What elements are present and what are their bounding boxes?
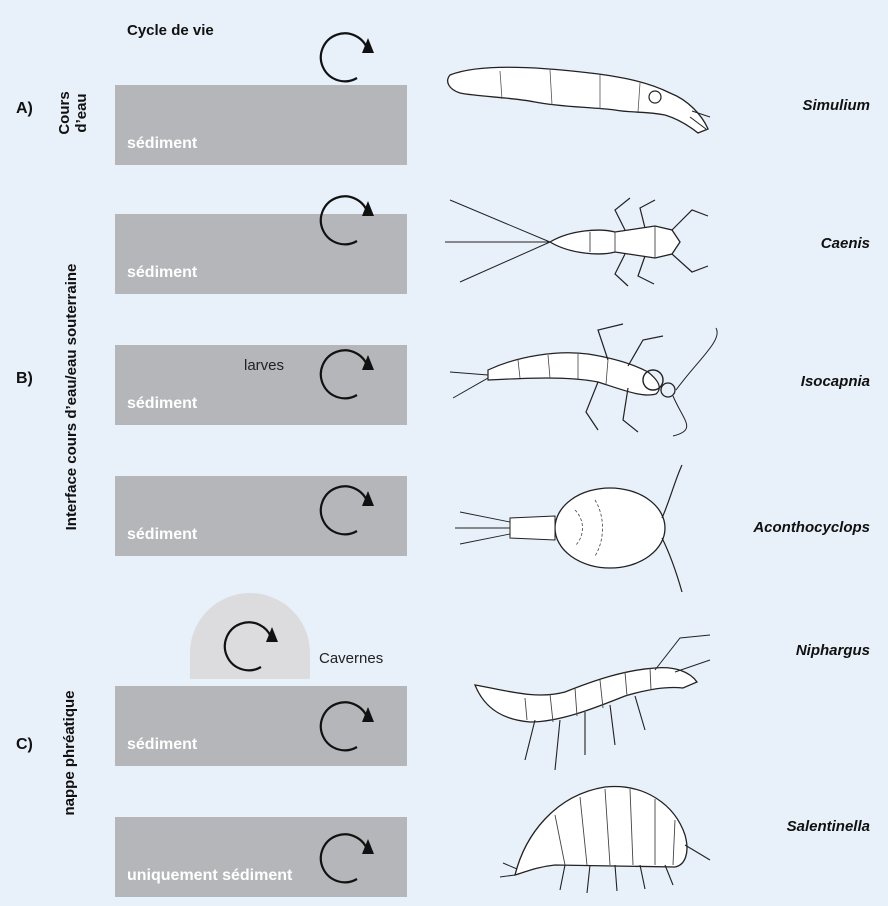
species-salentinella: Salentinella [700,818,870,835]
sediment-label: sédiment [127,736,197,754]
sediment-label: uniquement sédiment [127,867,292,885]
section-a-label: Cours d’eau [56,83,92,143]
species-niphargus: Niphargus [700,642,870,659]
life-cycle-icon [217,610,287,680]
aconthocyclops-illustration [450,460,700,595]
section-b-label: Interface cours d’eau/eau souterraine [63,237,81,557]
section-c-letter: C) [16,736,33,754]
life-cycle-icon [313,474,383,544]
cavernes-label: Cavernes [319,650,383,667]
sediment-label: sédiment [127,264,197,282]
caenis-illustration [440,190,720,290]
section-a-letter: A) [16,100,33,118]
section-a-label-line1: Cours [56,83,73,143]
species-simulium: Simulium [700,97,870,114]
sediment-label: sédiment [127,135,197,153]
life-cycle-icon [313,822,383,892]
larves-label: larves [244,357,284,374]
sediment-label: sédiment [127,526,197,544]
section-c-label: nappe phréatique [61,688,79,818]
salentinella-illustration [495,765,715,895]
section-a-label-line2: d’eau [73,83,90,143]
sediment-label: sédiment [127,395,197,413]
species-isocapnia: Isocapnia [700,373,870,390]
life-cycle-icon [313,21,383,91]
life-cycle-icon [313,338,383,408]
species-caenis: Caenis [700,235,870,252]
section-b-letter: B) [16,370,33,388]
sediment-block-a: sédiment [115,85,407,165]
simulium-illustration [440,55,720,145]
isocapnia-illustration [448,320,728,440]
cycle-de-vie-title: Cycle de vie [127,22,214,39]
niphargus-illustration [465,630,715,775]
species-aconthocyclops: Aconthocyclops [700,519,870,536]
life-cycle-icon [313,690,383,760]
life-cycle-icon [313,184,383,254]
